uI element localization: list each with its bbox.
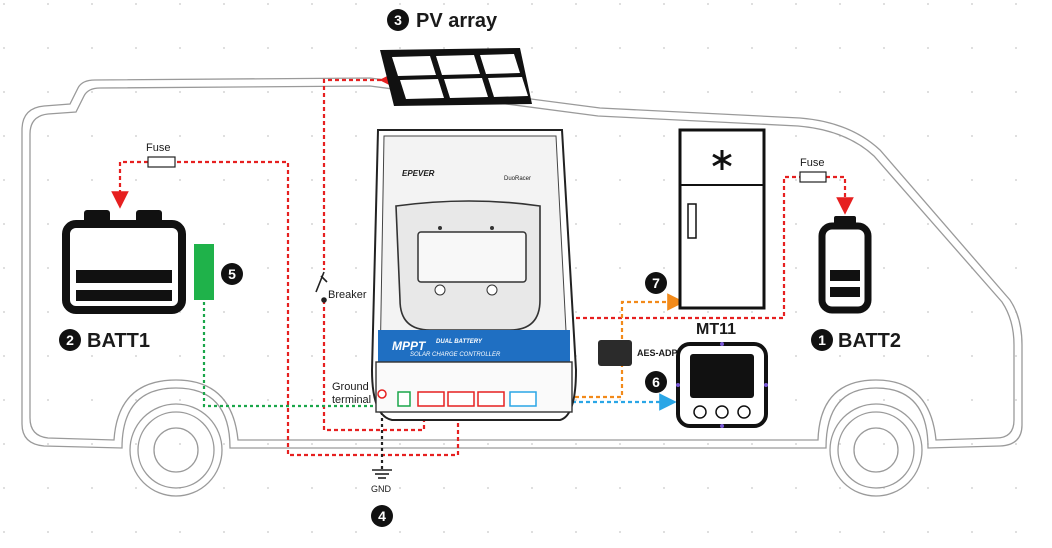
batt2-battery (818, 216, 872, 314)
marker-2: 2 (59, 329, 81, 351)
rv-body-outline (21, 77, 1023, 449)
wire-pv-breaker-lower (322, 300, 426, 432)
wheel-right (829, 403, 923, 497)
mt11-display-unit (676, 342, 768, 428)
wire-temperature-sensor (202, 302, 400, 408)
gnd-label: GND (371, 484, 392, 494)
pv-array-label: PV array (416, 10, 498, 32)
fuse-left-label: Fuse (146, 142, 170, 154)
ground-terminal-label-1: Ground (332, 381, 369, 393)
controller-model: DuoRacer (504, 176, 531, 182)
ground-terminal-label-2: terminal (332, 394, 371, 406)
mppt-controller (370, 129, 578, 421)
ground-terminal-point (377, 389, 387, 399)
fuse-left (147, 156, 176, 168)
marker-5: 5 (221, 263, 243, 285)
wheel-left (129, 403, 223, 497)
controller-banner-line2: SOLAR CHARGE CONTROLLER (410, 352, 501, 358)
batt2-label: BATT2 (838, 330, 901, 352)
svg-text:5: 5 (228, 266, 236, 282)
svg-text:4: 4 (378, 508, 386, 524)
aes-adp-adapter (598, 340, 632, 366)
gnd-symbol (372, 469, 392, 479)
controller-brand: EPEVER (402, 169, 435, 178)
batt1-battery (62, 210, 186, 314)
svg-text:6: 6 (652, 374, 660, 390)
fuse-right-label: Fuse (800, 157, 824, 169)
controller-banner-line1: DUAL BATTERY (436, 339, 483, 345)
svg-text:7: 7 (652, 275, 660, 291)
mt11-label: MT11 (696, 321, 736, 338)
svg-text:1: 1 (818, 332, 826, 348)
wire-batt2-fuse-arrow (826, 175, 854, 215)
wire-pv-positive (322, 71, 397, 270)
fuse-right (799, 171, 827, 183)
pv-array-panel (380, 48, 532, 106)
refrigerator (678, 128, 766, 310)
marker-1: 1 (811, 329, 833, 351)
wire-batt1-positive (175, 160, 460, 457)
marker-4: 4 (371, 505, 393, 527)
batt1-label: BATT1 (87, 330, 150, 352)
aes-adp-label: AES-ADP (637, 348, 678, 358)
controller-banner-title: MPPT (392, 339, 427, 353)
svg-text:2: 2 (66, 332, 74, 348)
breaker-label: Breaker (328, 289, 367, 301)
temperature-sensor (194, 244, 214, 300)
marker-6: 6 (645, 371, 667, 393)
svg-text:3: 3 (394, 12, 402, 28)
breaker-switch (315, 271, 328, 303)
marker-7: 7 (645, 272, 667, 294)
wire-batt1-fuse-arrow (111, 160, 148, 209)
marker-3: 3 (387, 9, 409, 31)
